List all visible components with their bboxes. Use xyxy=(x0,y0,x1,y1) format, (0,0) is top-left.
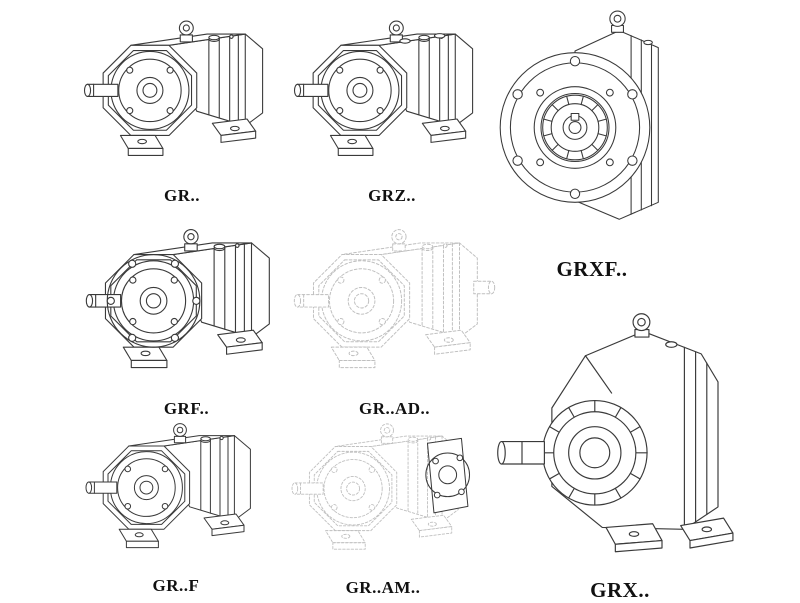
foot-gearbox-art xyxy=(293,20,474,156)
motor-adapter-flange xyxy=(425,437,471,514)
figure-gr: GR.. xyxy=(82,2,282,206)
gr-ad-drawing xyxy=(293,229,496,369)
foot-gearbox-art xyxy=(83,20,264,156)
grx-gearbox-art xyxy=(497,313,734,553)
grz-top-detail xyxy=(399,33,446,44)
gr-label: GR.. xyxy=(164,186,200,205)
gr-ad-label: GR..AD.. xyxy=(358,399,431,418)
foot-gearbox-art xyxy=(85,423,251,549)
grf-flange-detail xyxy=(106,253,201,348)
gr-f-label: GR..F xyxy=(152,576,200,595)
figure-grz: GRZ.. xyxy=(292,2,492,206)
figure-grxf: GRXF.. xyxy=(490,0,694,282)
grx-drawing xyxy=(497,313,734,553)
gr-f-drawing xyxy=(85,423,251,549)
grf-label: GRF.. xyxy=(163,399,210,418)
input-adapter-shaft xyxy=(473,280,496,295)
phantom-gearbox-art xyxy=(293,229,478,369)
figure-gr-f: GR..F xyxy=(84,406,268,596)
grx-label: GRX.. xyxy=(590,578,650,602)
flange-gearbox-art xyxy=(499,10,659,220)
grz-label: GRZ.. xyxy=(368,186,416,205)
figure-gr-ad: GR..AD.. xyxy=(292,210,497,419)
figure-grf: GRF.. xyxy=(84,210,289,419)
figure-grx: GRX.. xyxy=(494,296,746,603)
grxf-drawing xyxy=(499,10,659,220)
gr-am-label: GR..AM.. xyxy=(345,578,421,597)
grf-drawing xyxy=(85,229,270,369)
gr-drawing xyxy=(83,20,264,156)
figure-gr-am: GR..AM.. xyxy=(290,406,476,598)
grz-drawing xyxy=(293,20,474,156)
grxf-label: GRXF.. xyxy=(556,257,628,281)
gr-am-drawing xyxy=(291,423,471,550)
